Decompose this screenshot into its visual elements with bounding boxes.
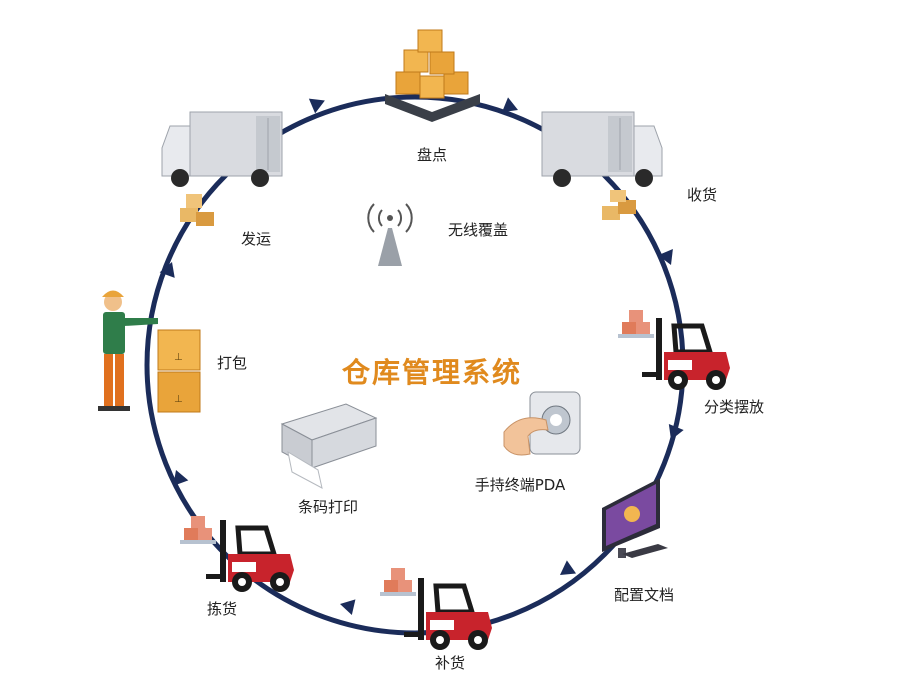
forklift-icon [404,578,492,650]
center-label-pda: 手持终端PDA [475,476,566,494]
diagram-title: 仓库管理系统 [342,356,522,389]
step-label-shipping: 发运 [241,230,271,248]
svg-text:⊥: ⊥ [174,394,183,405]
direction-arrows [159,97,684,615]
box-stack-icon [385,29,480,122]
truck-icon [161,111,283,187]
parcel-boxes-icon [602,190,636,220]
step-label-replenish: 补货 [435,654,465,672]
svg-text:⊥: ⊥ [174,352,183,363]
small-boxes-icon [618,310,654,338]
forklift-icon [206,520,294,592]
truck-icon [541,111,663,187]
step-label-packing: 打包 [217,354,247,372]
center-label-barcode-print: 条码打印 [298,498,358,516]
step-label-picking: 拣货 [207,600,237,618]
step-label-config-docs: 配置文档 [614,586,674,604]
printer-icon [280,403,378,489]
forklift-icon [642,318,730,390]
parcel-boxes-icon [180,194,214,226]
pda-hand-icon [503,391,581,456]
step-label-receiving: 收货 [687,186,717,204]
monitor-icon [602,478,668,558]
step-label-inventory: 盘点 [417,146,447,164]
center-label-wireless: 无线覆盖 [448,221,508,239]
wireless-tower-icon [367,203,413,266]
worker-icon [98,290,158,411]
packing-boxes-icon: ⊥ ⊥ [157,329,201,413]
small-boxes-icon [180,516,216,544]
step-label-sorting: 分类摆放 [704,398,764,416]
small-boxes-icon [380,568,416,596]
